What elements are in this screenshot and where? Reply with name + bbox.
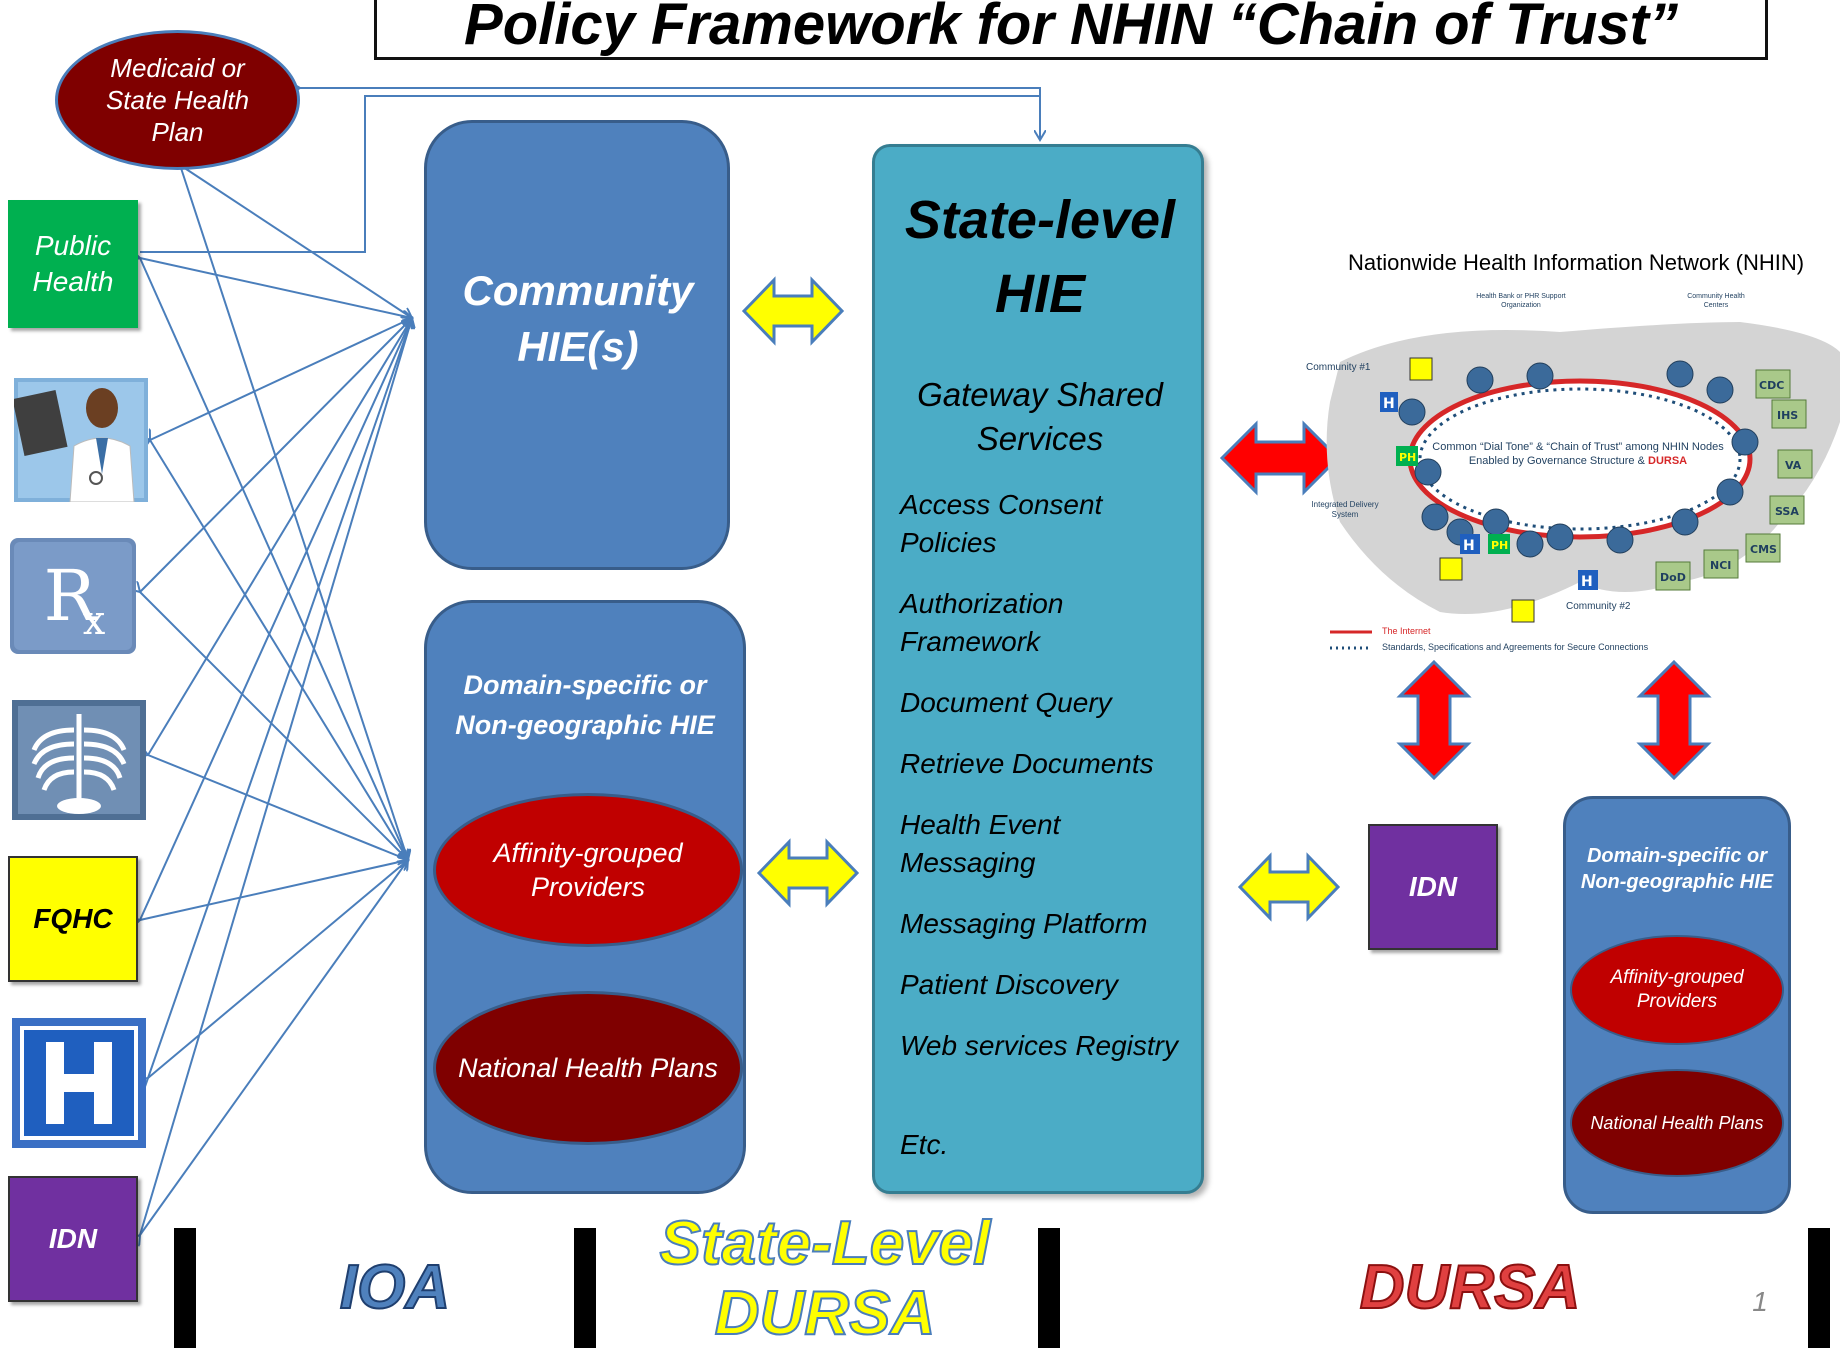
footer-state-dursa: DURSA xyxy=(714,1279,936,1349)
yellow-double-arrow-icon xyxy=(757,838,859,908)
pharmacy-rx-icon: R x xyxy=(10,538,136,654)
state-hie-subtitle: Gateway Shared Services xyxy=(917,376,1163,457)
nhin-community-health: Community Health Centers xyxy=(1687,293,1745,309)
domain-hie-title: Domain-specific or Non-geographic HIE xyxy=(455,670,715,740)
state-hie-title: State-level HIE xyxy=(904,190,1176,324)
idn-left-label: IDN xyxy=(48,1223,98,1254)
affinity-providers-node: Affinity-grouped Providers xyxy=(433,793,743,947)
service-health-event-messaging: Health Event Messaging xyxy=(900,809,1061,878)
service-web-services-registry: Web services Registry xyxy=(900,1030,1179,1061)
node-nci: NCI xyxy=(1710,559,1731,572)
svg-text:H: H xyxy=(1581,574,1593,590)
nhin-legend-internet: The Internet xyxy=(1382,626,1431,636)
service-access-consent: Access Consent Policies xyxy=(900,489,1103,558)
page-title: Policy Framework for NHIN “Chain of Trus… xyxy=(374,0,1768,60)
svg-text:H: H xyxy=(1463,538,1475,554)
node-cdc: CDC xyxy=(1759,379,1784,392)
red-vertical-arrow-icon xyxy=(1636,660,1712,780)
nhin-center-label: Common “Dial Tone” & “Chain of Trust” am… xyxy=(1432,441,1724,467)
footer-dursa: DURSA xyxy=(1359,1252,1581,1323)
nhin-center-text: Common “Dial Tone” & “Chain of Trust” am… xyxy=(1428,440,1728,468)
nhin-title: Nationwide Health Information Network (N… xyxy=(1348,250,1805,275)
divider-bar xyxy=(1038,1228,1060,1348)
service-retrieve-documents: Retrieve Documents xyxy=(900,748,1154,779)
domain-hie-box: Domain-specific or Non-geographic HIE Af… xyxy=(424,600,746,1194)
nhin-dursa-label: DURSA xyxy=(1648,455,1688,467)
divider-bar xyxy=(574,1228,596,1348)
node-ssa: SSA xyxy=(1775,505,1799,518)
physician-icon xyxy=(14,378,148,502)
idn-node-left: IDN xyxy=(8,1176,138,1302)
state-hie-box: State-level HIE Gateway Shared Services xyxy=(872,144,1204,1194)
nhin-integrated: Integrated Delivery System xyxy=(1311,500,1379,519)
right-domain-hie-title: Domain-specific or Non-geographic HIE xyxy=(1580,845,1774,893)
node-va: VA xyxy=(1785,459,1802,472)
right-domain-hie-box: Domain-specific or Non-geographic HIE Af… xyxy=(1563,796,1791,1214)
svg-text:H: H xyxy=(1383,396,1395,412)
footer-state-level: State-Level xyxy=(659,1209,992,1279)
svg-text:PH: PH xyxy=(1399,451,1416,464)
right-affinity-providers-node: Affinity-grouped Providers xyxy=(1570,935,1784,1045)
page-number: 1 xyxy=(1752,1286,1768,1317)
community-hie-box: Community HIE(s) xyxy=(424,120,730,570)
red-vertical-arrow-icon xyxy=(1396,660,1472,780)
community-hie-label: Community HIE(s) xyxy=(462,267,694,370)
footer-ioa: IOA xyxy=(339,1252,451,1323)
node-cms: CMS xyxy=(1750,543,1777,556)
national-health-plans-label: National Health Plans xyxy=(458,1052,718,1083)
medicaid-node: Medicaid or State Health Plan xyxy=(55,30,300,170)
service-patient-discovery: Patient Discovery xyxy=(900,969,1118,1000)
affinity-providers-label: Affinity-grouped Providers xyxy=(493,838,683,902)
service-etc: Etc. xyxy=(900,1129,949,1160)
idn-right-label: IDN xyxy=(1408,871,1458,902)
right-affinity-label: Affinity-grouped Providers xyxy=(1610,967,1744,1012)
service-authorization: Authorization Framework xyxy=(900,588,1064,657)
right-national-health-plans-node: National Health Plans xyxy=(1570,1069,1784,1177)
divider-bar xyxy=(174,1228,196,1348)
nhin-legend-standards: Standards, Specifications and Agreements… xyxy=(1382,642,1649,652)
public-health-node: Public Health xyxy=(8,200,138,328)
node-dod: DoD xyxy=(1660,571,1686,584)
nhin-community1: Community #1 xyxy=(1306,362,1371,373)
medicaid-label: Medicaid or State Health Plan xyxy=(105,53,250,147)
svg-text:R: R xyxy=(44,555,99,637)
nhin-map: CDC IHS VA SSA CMS NCI DoD H PH H PH H xyxy=(1326,322,1840,650)
service-document-query: Document Query xyxy=(900,687,1112,718)
fqhc-label: FQHC xyxy=(33,903,113,934)
divider-bar xyxy=(1808,1228,1830,1348)
svg-text:x: x xyxy=(83,598,106,644)
hospital-icon xyxy=(12,1018,146,1148)
yellow-double-arrow-icon xyxy=(1238,852,1340,922)
yellow-double-arrow-icon xyxy=(742,276,844,346)
nhin-health-bank: Health Bank or PHR Support Organization xyxy=(1476,293,1566,309)
public-health-label: Public Health xyxy=(32,230,114,297)
national-health-plans-node: National Health Plans xyxy=(433,991,743,1145)
svg-text:PH: PH xyxy=(1491,539,1508,552)
service-messaging-platform: Messaging Platform xyxy=(900,908,1148,939)
right-plans-label: National Health Plans xyxy=(1590,1112,1764,1133)
fqhc-node: FQHC xyxy=(8,856,138,982)
idn-node-right: IDN xyxy=(1368,824,1498,950)
nhin-community2: Community #2 xyxy=(1566,601,1631,612)
radiology-xray-icon xyxy=(12,700,146,820)
node-ihs: IHS xyxy=(1777,409,1798,422)
